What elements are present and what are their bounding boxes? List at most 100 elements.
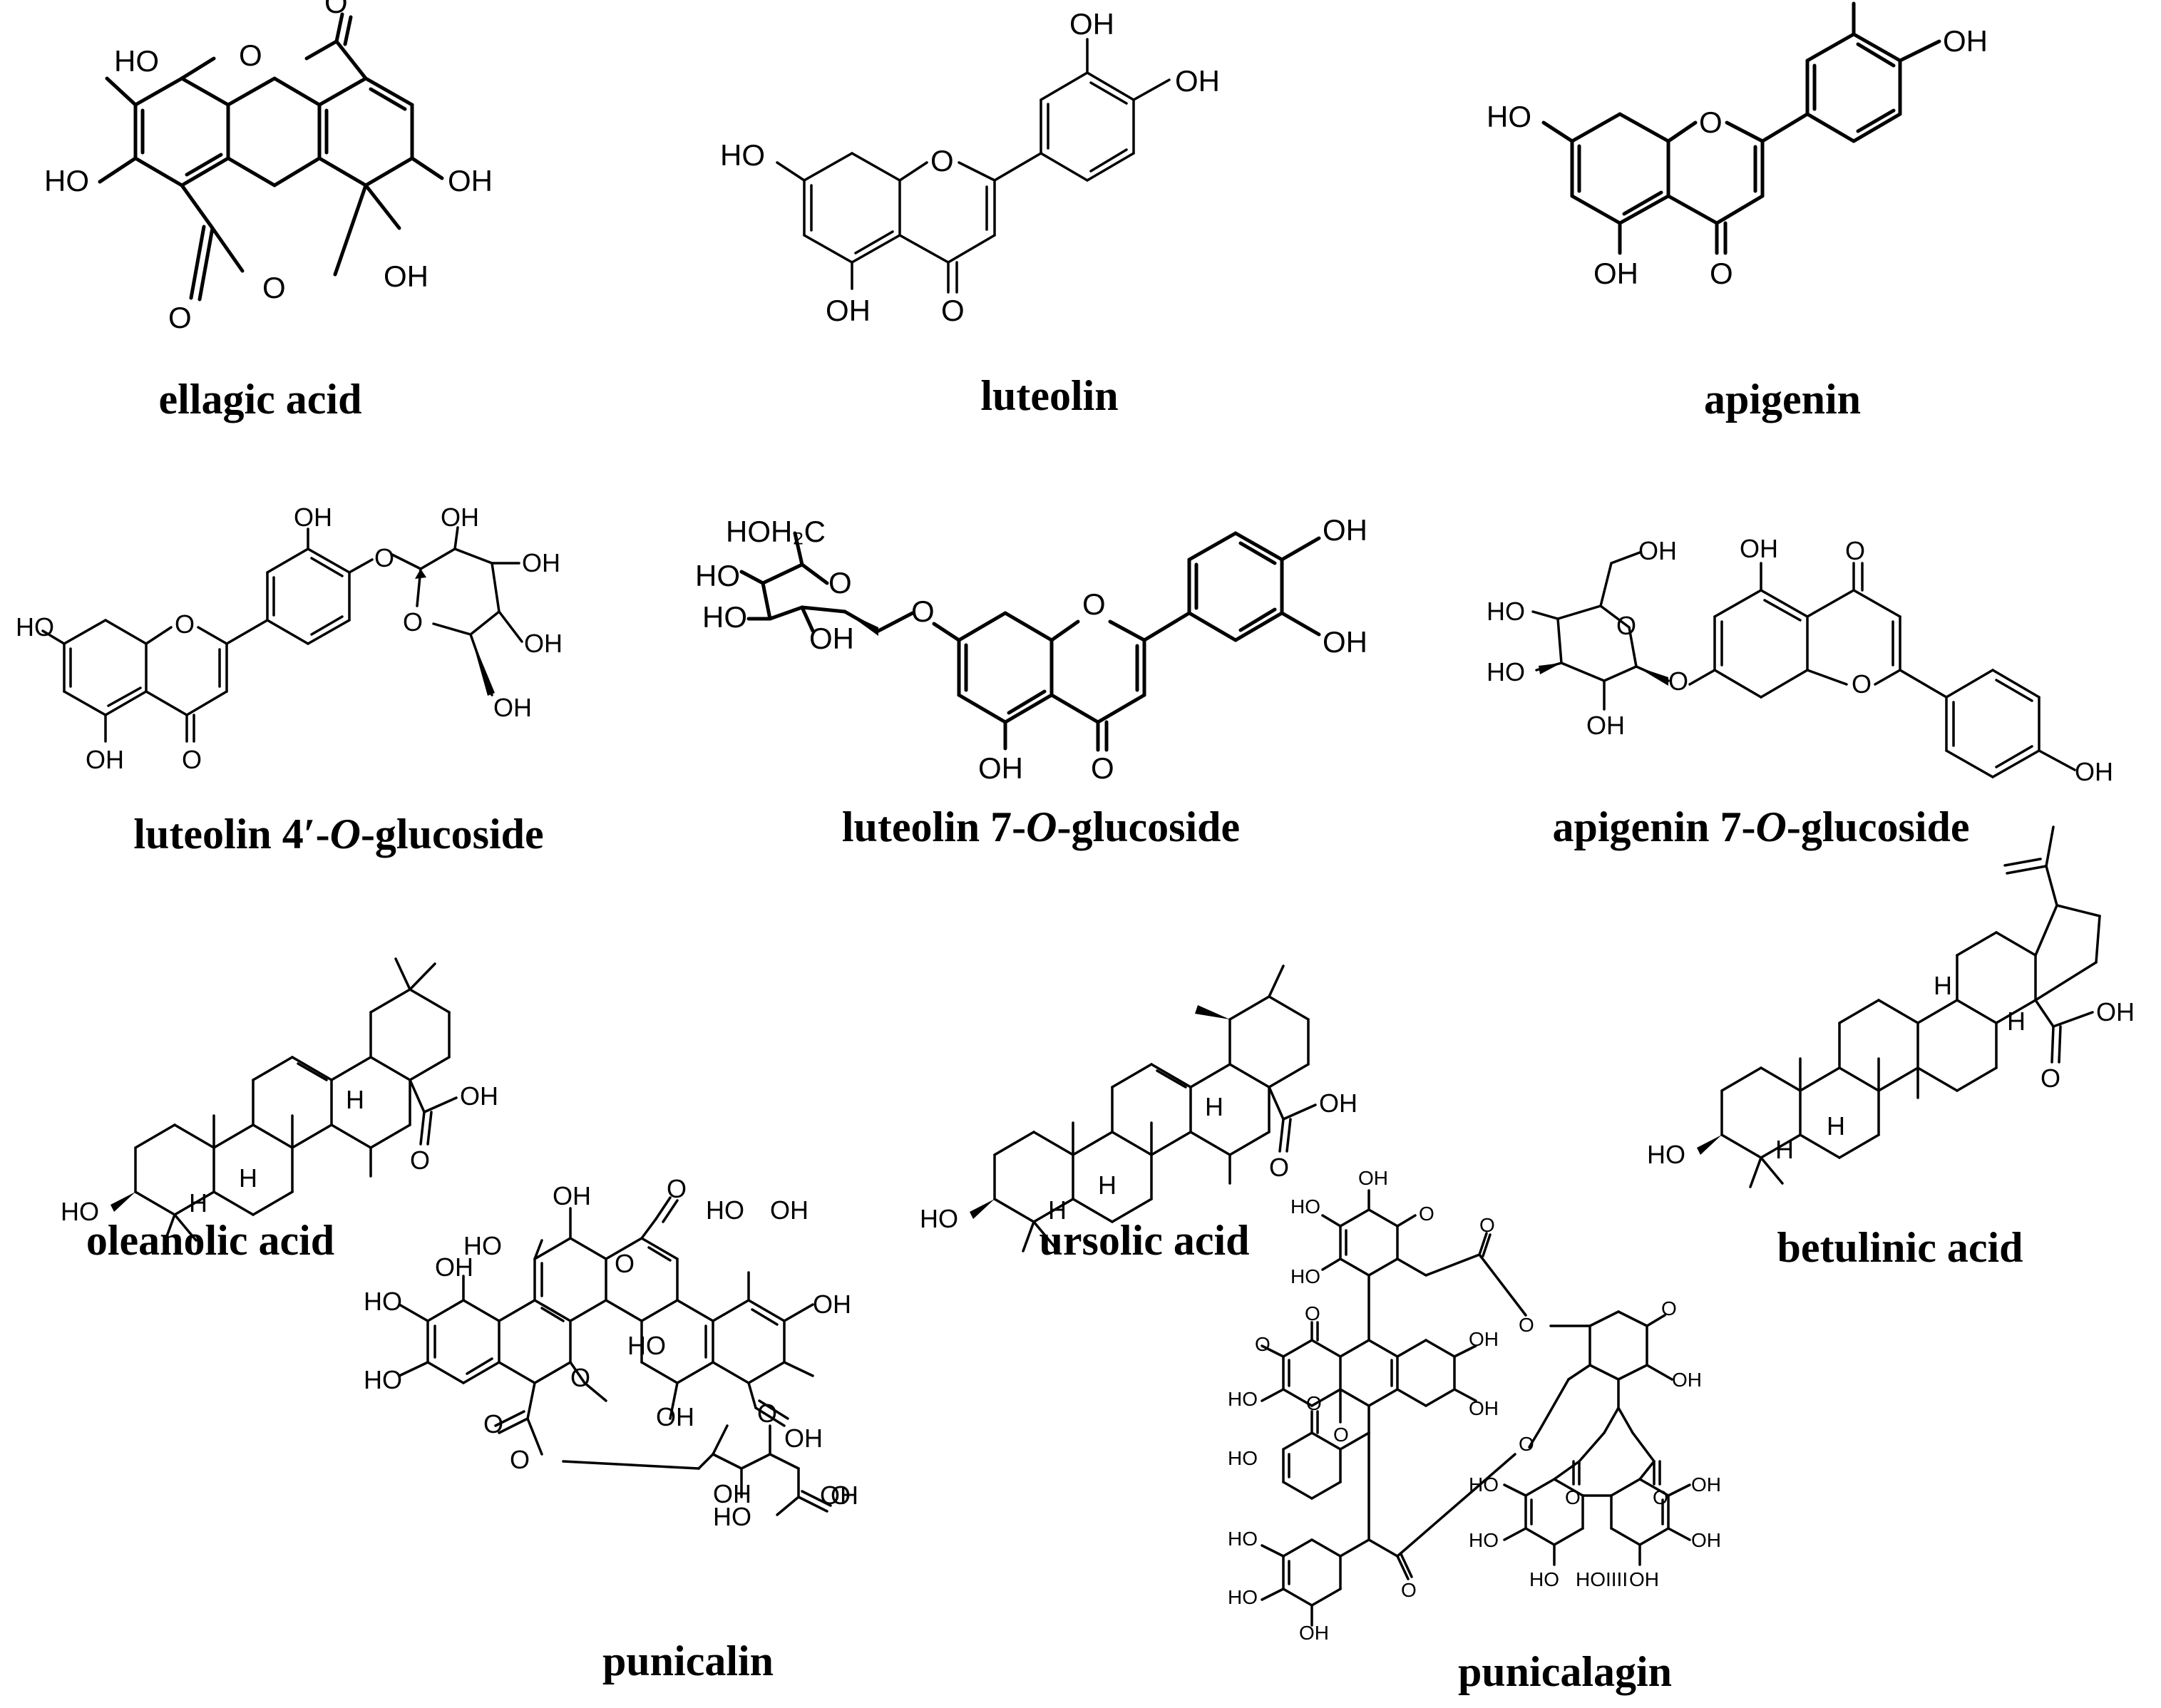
atom-label: H — [346, 1085, 364, 1114]
atom-label: O — [1419, 1203, 1434, 1225]
atom-label: H — [1934, 971, 1952, 1000]
atom-label: OH — [978, 751, 1023, 785]
atom-label: O — [1845, 536, 1865, 565]
atom-label: OH — [1593, 257, 1638, 290]
atom-label: OH — [1672, 1369, 1702, 1391]
compound-name: luteolin 7-O-glucoside — [842, 803, 1240, 850]
atom-label: HO — [1529, 1568, 1559, 1590]
structure-punicalagin: OH HO HO O O O O OH O OH OH O O HO HO O … — [1228, 1167, 1721, 1695]
atom-label: HO — [1647, 1140, 1685, 1169]
structure-oleanolic-acid: HO H H H OH O oleanolic acid — [61, 957, 498, 1264]
atom-label: OH — [1469, 1328, 1499, 1350]
atom-label: HO — [364, 1287, 402, 1316]
atom-label: OH — [524, 629, 563, 658]
atom-label: H — [1775, 1135, 1794, 1164]
atom-label: O — [1269, 1153, 1289, 1182]
atom-label: O — [324, 0, 348, 19]
atom-label: H — [1098, 1171, 1117, 1200]
compound-name: punicalin — [602, 1637, 774, 1684]
atom-label: HO — [1469, 1529, 1499, 1551]
atom-label: O — [615, 1249, 635, 1278]
atom-label: OH — [522, 548, 560, 577]
atom-label: OH — [2075, 757, 2113, 786]
atom-label: O — [1255, 1333, 1271, 1355]
atom-label: OH — [86, 745, 124, 774]
atom-label: OH — [294, 503, 332, 532]
atom-label: O — [410, 1146, 430, 1175]
atom-label: OH — [435, 1252, 473, 1282]
atom-label: OH — [1323, 513, 1367, 547]
atom-label: H — [1205, 1092, 1223, 1121]
structure-ursolic-acid: HO H H H OH O ursolic acid — [920, 964, 1357, 1264]
atom-label: HO — [627, 1331, 666, 1360]
atom-label: OH — [1943, 24, 1988, 58]
atom-label: H — [1048, 1195, 1067, 1225]
atom-label: HO — [920, 1204, 958, 1233]
atom-label: O — [930, 144, 954, 178]
structure-betulinic-acid: HO H H H H OH O betulinic acid — [1647, 825, 2135, 1271]
atom-label: OH — [493, 693, 532, 722]
atom-label: HO — [695, 559, 740, 592]
atom-label: O — [403, 607, 423, 637]
structure-luteolin-4-o-glucoside: O O O O HO OH OH OH OH OH OH luteolin 4′… — [16, 503, 563, 858]
atom-label: HO — [1228, 1388, 1258, 1410]
compound-name: ellagic acid — [159, 376, 362, 423]
atom-label: O — [1710, 257, 1733, 290]
compound-name: luteolin — [980, 372, 1118, 419]
atom-label: OH — [656, 1402, 694, 1431]
atom-label: HO — [463, 1231, 502, 1260]
compound-name: ursolic acid — [1040, 1217, 1250, 1264]
atom-label: OH — [1691, 1529, 1721, 1551]
atom-label: OH — [820, 1481, 858, 1510]
atom-label: OH — [770, 1195, 809, 1225]
atom-label: O — [182, 745, 202, 774]
atom-label: HO — [1228, 1528, 1258, 1550]
atom-label: OH — [1323, 625, 1367, 659]
atom-label: OH — [784, 1424, 823, 1453]
atom-label: O — [1305, 1302, 1320, 1324]
atom-label: O — [1653, 1486, 1668, 1508]
atom-label: OH — [1175, 64, 1220, 98]
atom-label: HO — [720, 138, 765, 172]
atom-label: O — [1091, 751, 1114, 785]
structure-apigenin: O O HO OH OH apigenin — [1487, 1, 1988, 423]
structure-luteolin: O O HO OH OH OH luteolin — [720, 7, 1220, 419]
compound-name: betulinic acid — [1777, 1224, 2023, 1271]
atom-label: O — [1479, 1214, 1495, 1236]
atom-label: O — [168, 301, 192, 334]
structure-luteolin-7-o-glucoside: O O O O OH OH OH OH HO HO HOH₂C luteolin… — [695, 513, 1367, 850]
atom-label: O — [757, 1399, 777, 1428]
atom-label: HO — [61, 1197, 99, 1226]
atom-label: H — [2007, 1007, 2026, 1036]
atom-label: OH — [1299, 1622, 1329, 1644]
atom-label: OH — [2096, 997, 2135, 1027]
atom-label: OH — [713, 1479, 751, 1508]
atom-label: H — [189, 1188, 207, 1218]
atom-label: O — [1082, 587, 1106, 621]
atom-label: O — [1699, 106, 1723, 139]
atom-label: OH — [448, 164, 493, 197]
atom-label: OH — [826, 294, 871, 327]
atom-label: O — [1401, 1579, 1417, 1601]
atom-label: OH — [460, 1081, 498, 1111]
atom-label: O — [175, 609, 195, 639]
atom-label: OH — [1638, 536, 1677, 565]
atom-label: OH — [1469, 1397, 1499, 1419]
atom-label: OH — [813, 1290, 851, 1319]
atom-label: HO — [114, 44, 159, 78]
atom-label: O — [1661, 1297, 1677, 1319]
atom-label: OH — [1586, 711, 1625, 740]
atom-label: O — [262, 271, 286, 304]
atom-label: O — [239, 38, 262, 72]
atom-label: HO — [1487, 657, 1525, 686]
atom-label: O — [374, 543, 394, 572]
atom-label: HO — [1487, 100, 1531, 133]
atom-label: O — [1852, 669, 1872, 699]
atom-label: O — [1306, 1392, 1322, 1414]
atom-label: OH — [809, 622, 854, 655]
atom-label: HO — [1290, 1265, 1320, 1287]
atom-label: OH — [553, 1181, 591, 1210]
atom-label: O — [1333, 1424, 1349, 1446]
atom-label: O — [831, 1481, 851, 1510]
